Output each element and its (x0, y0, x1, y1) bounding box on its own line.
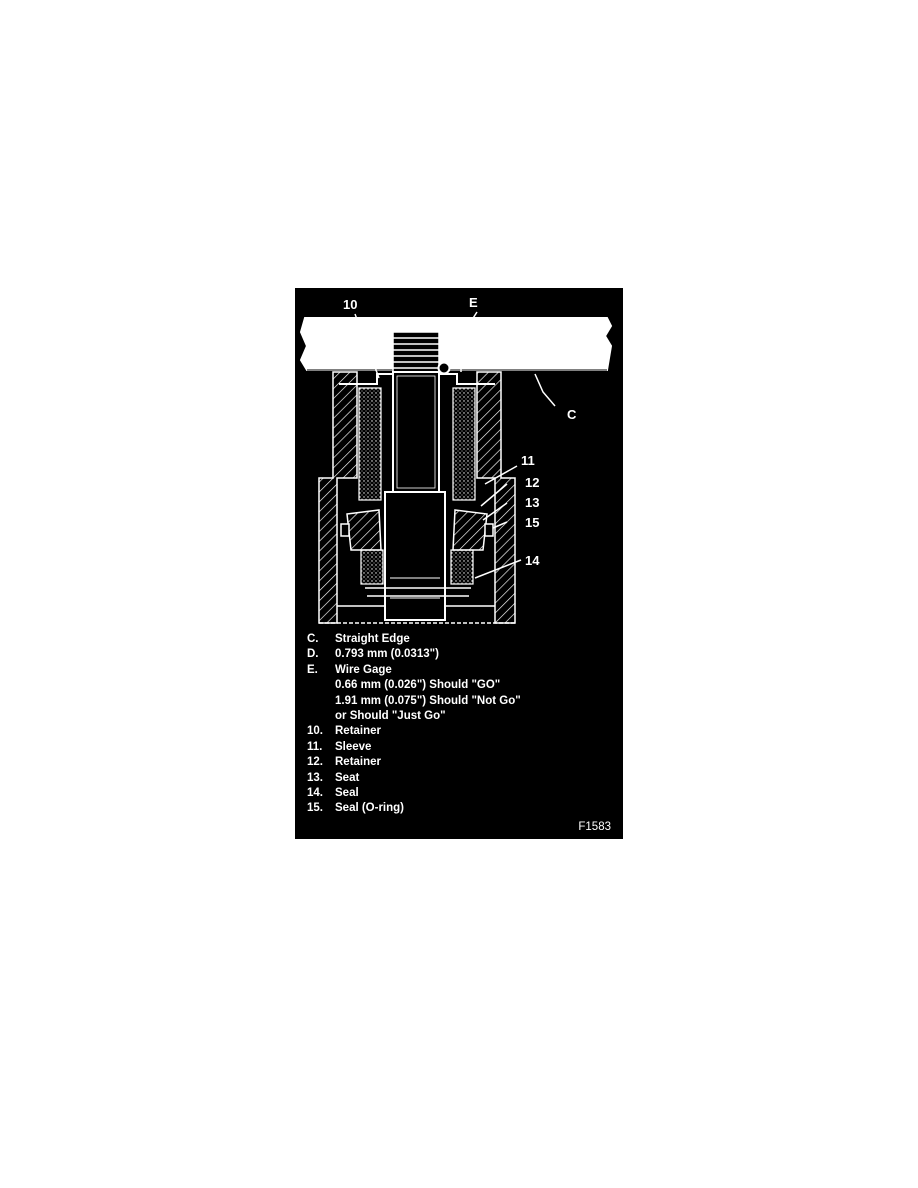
valve-stem-thread (392, 331, 440, 373)
callout-12: 12 (525, 475, 540, 490)
callout-11: 11 (521, 453, 535, 468)
sleeve-right (452, 387, 476, 501)
callout-d: D (483, 345, 493, 360)
legend-sub-not-go: 1.91 mm (0.075") Should "Not Go" (335, 694, 521, 707)
legend-item-e: E. Wire Gage (307, 663, 392, 676)
legend-sub-just-go: or Should "Just Go" (335, 710, 446, 723)
legend-item-c: C. Straight Edge (307, 633, 410, 645)
wire-gage (437, 361, 451, 375)
valve-cross-section-drawing (299, 311, 613, 624)
seat-and-oring (340, 509, 494, 551)
callout-c: C (567, 407, 577, 422)
figure-panel: 10 E D C 11 12 13 15 14 C. Straight Edge… (295, 288, 623, 839)
legend-item-10: 10. Retainer (307, 725, 382, 738)
legend-item-15: 15. Seal (O-ring) (307, 802, 405, 815)
callout-e: E (469, 295, 478, 310)
seal-14 (360, 549, 474, 597)
callout-15: 15 (525, 515, 540, 530)
legend-item-11: 11. Sleeve (307, 740, 372, 753)
leader-lines (354, 311, 556, 579)
legend-item-14: 14. Seal (307, 787, 359, 800)
sleeve-left (358, 387, 382, 501)
legend-sub-go: 0.66 mm (0.026") Should "GO" (335, 679, 501, 692)
legend: C. Straight Edge D. 0.793 mm (0.0313") E… (307, 632, 607, 817)
callout-10: 10 (343, 297, 358, 312)
legend-item-d: D. 0.793 mm (0.0313") (307, 648, 439, 661)
legend-item-13: 13. Seat (307, 771, 360, 784)
valve-stem (384, 371, 446, 621)
callout-13: 13 (525, 495, 540, 510)
figure-id: F1583 (578, 821, 611, 833)
callout-14: 14 (525, 553, 540, 568)
legend-item-12: 12. Retainer (307, 756, 382, 769)
